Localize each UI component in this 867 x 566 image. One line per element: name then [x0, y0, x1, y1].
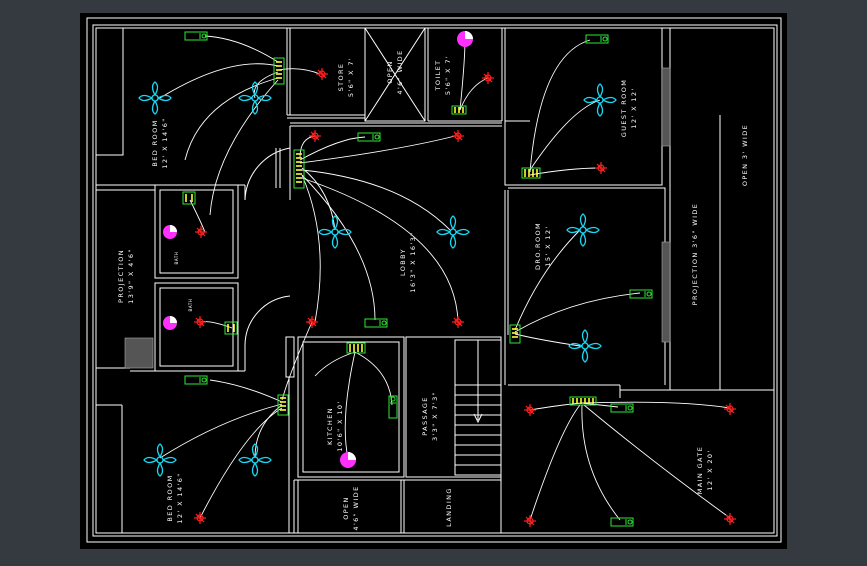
switchboard-bedroom-1 [273, 57, 285, 85]
walls [92, 24, 778, 537]
light-point-icon [309, 130, 321, 142]
room-size-lobby: 16'3" X 16'3" [409, 231, 417, 292]
sockets [184, 31, 653, 527]
exhaust-fans [163, 31, 473, 468]
light-point-icon [482, 72, 494, 84]
sheet-border [86, 17, 782, 543]
exhaust-fan-icon [457, 31, 473, 47]
switchboard-bedroom-2 [277, 394, 289, 416]
socket-icon [184, 31, 208, 41]
room-label-bed-room-1: BED ROOM [151, 119, 159, 166]
switchboard-bath-1 [182, 191, 196, 205]
ceiling-fan-icon [318, 215, 352, 249]
room-label-store: STORE [337, 63, 345, 92]
switchboard-main-gate [569, 396, 597, 406]
staircase [455, 384, 501, 466]
room-size-store: 5'6" X 7' [347, 57, 355, 97]
room-label-lobby: LOBBY [399, 248, 407, 276]
light-point-icon [194, 316, 206, 328]
light-point-icon [316, 68, 328, 80]
ceiling-fan-icon [568, 329, 602, 363]
light-point-icon [452, 130, 464, 142]
room-size-kitchen: 10'6" X 10' [336, 400, 344, 451]
socket-icon [610, 517, 634, 527]
light-point-icon [524, 404, 536, 416]
ceiling-fan-icon [143, 443, 177, 477]
room-label-bath-1: BATH [174, 251, 179, 264]
wiring [159, 35, 731, 521]
ceiling-fan-icon [238, 443, 272, 477]
light-point-icon [724, 403, 736, 415]
socket-icon [629, 289, 653, 299]
switchboard-lobby [293, 149, 305, 189]
room-label-bath-2: BATH [188, 298, 193, 311]
socket-icon [357, 132, 381, 142]
ceiling-fan-icon [238, 81, 272, 115]
room-size-open-top: 4'6" WIDE [396, 49, 404, 94]
switchboard-toilet [451, 105, 467, 115]
switchboard-bath-2 [224, 321, 238, 335]
light-point-icon [452, 316, 464, 328]
room-label-kitchen: KITCHEN [326, 407, 334, 445]
exhaust-fan-icon [163, 316, 177, 330]
switchboards [182, 57, 597, 416]
window-hatches [124, 67, 671, 369]
socket-icon [184, 375, 208, 385]
ceiling-fans [138, 81, 617, 477]
socket-icon [610, 403, 634, 413]
switchboard-guest-room [521, 167, 541, 179]
room-label-guest-room: GUEST ROOM [620, 79, 628, 137]
room-label-open-right: OPEN 3' WIDE [741, 124, 749, 186]
exhaust-fan-icon [163, 225, 177, 239]
room-size-main-gate: 12' X 20' [706, 449, 714, 490]
room-size-guest-room: 12' X 12' [630, 87, 638, 128]
room-size-projection-left: 13'9" X 4'6" [127, 248, 135, 304]
socket-icon [364, 318, 388, 328]
room-label-open-bottom: OPEN [342, 496, 350, 520]
ceiling-fan-icon [566, 213, 600, 247]
room-size-open-bottom: 4'6" WIDE [352, 485, 360, 530]
room-label-passage: PASSAGE [421, 396, 429, 436]
room-label-open-top: OPEN [386, 60, 394, 84]
ceiling-fan-icon [138, 81, 172, 115]
ceiling-fan-icon [583, 83, 617, 117]
light-point-icon [595, 162, 607, 174]
room-label-landing: LANDING [445, 487, 453, 527]
room-label-bed-room-2: BED ROOM [166, 474, 174, 521]
room-label-projection-left: PROJECTION [117, 249, 125, 303]
room-size-bed-room-1: 12' X 14'6" [161, 117, 169, 168]
room-size-dro-room: 15' X 12' [544, 225, 552, 266]
exhaust-fan-icon [340, 452, 356, 468]
room-label-dro-room: DRO.ROOM [534, 222, 542, 270]
socket-icon [585, 34, 609, 44]
light-point-icon [194, 512, 206, 524]
light-point-icon [195, 226, 207, 238]
room-label-projection-right: PROJECTION 3'6" WIDE [691, 203, 699, 306]
room-label-toilet: TOILET [434, 59, 442, 91]
ceiling-fan-icon [436, 215, 470, 249]
light-points [194, 68, 736, 527]
switchboard-kitchen [346, 342, 366, 354]
switchboard-dro-room [509, 324, 521, 344]
light-point-icon [306, 316, 318, 328]
light-point-icon [724, 513, 736, 525]
room-size-passage: 3'3" X 7'3" [431, 391, 439, 441]
socket-icon [388, 395, 398, 419]
light-point-icon [524, 515, 536, 527]
drawing-sheet [80, 13, 787, 549]
room-label-main-gate: MAIN GATE [696, 446, 704, 495]
room-size-toilet: 5'6" X 7' [444, 55, 452, 95]
room-size-bed-room-2: 12' X 14'6" [176, 472, 184, 523]
